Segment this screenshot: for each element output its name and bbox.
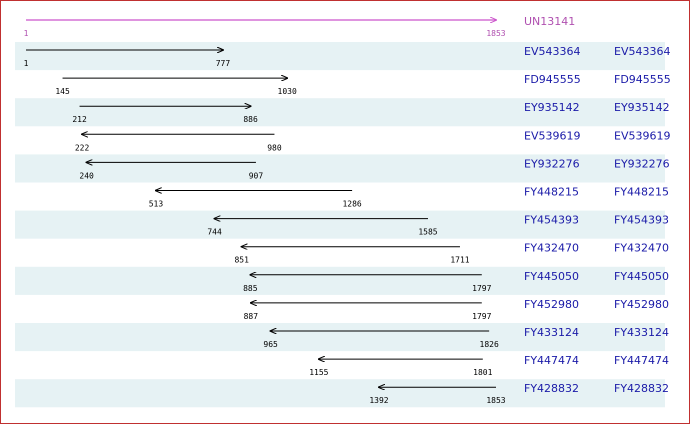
accession-link[interactable]: FY454393 xyxy=(524,214,579,227)
track-row: 212 886 EY935142 EY935142 xyxy=(72,101,669,124)
track-row: 513 1286 FY448215 FY448215 xyxy=(149,186,669,209)
end-position-label: 1853 xyxy=(486,396,505,405)
track-row: 744 1585 FY454393 FY454393 xyxy=(207,214,669,237)
accession-link[interactable]: FY448215 xyxy=(524,186,579,199)
accession-link[interactable]: EY935142 xyxy=(524,101,580,114)
start-position-label: 887 xyxy=(244,312,259,321)
start-position-label: 513 xyxy=(149,200,164,209)
end-position-label: 907 xyxy=(249,171,264,180)
accession-link-secondary[interactable]: FY445050 xyxy=(614,270,669,283)
reference-track: 1 1853 UN13141 xyxy=(24,15,576,38)
track-row: 222 980 EV539619 EV539619 xyxy=(75,129,671,152)
accession-link[interactable]: EV543364 xyxy=(524,45,580,58)
track-row: 851 1711 FY432470 FY432470 xyxy=(234,242,669,265)
reference-end-label: 1853 xyxy=(486,29,505,38)
end-position-label: 1585 xyxy=(418,228,437,237)
row-band xyxy=(15,154,665,183)
end-position-label: 1711 xyxy=(450,256,469,265)
row-band xyxy=(15,323,665,352)
end-position-label: 777 xyxy=(216,59,231,68)
read-tracks: 1 777 EV543364 EV543364 145 1030 FD945555 FD945… xyxy=(24,45,671,405)
accession-link[interactable]: FY428832 xyxy=(524,382,579,395)
start-position-label: 145 xyxy=(55,87,70,96)
row-band xyxy=(15,42,665,71)
track-row: 1392 1853 FY428832 FY428832 xyxy=(369,382,669,405)
end-position-label: 886 xyxy=(243,115,258,124)
end-position-label: 1826 xyxy=(480,340,499,349)
accession-link-secondary[interactable]: EY932276 xyxy=(614,157,670,170)
track-row: 240 907 EY932276 EY932276 xyxy=(79,157,669,180)
accession-link[interactable]: EV539619 xyxy=(524,129,580,142)
track-row: 1155 1801 FY447474 FY447474 xyxy=(309,354,669,377)
track-row: 145 1030 FD945555 FD945555 xyxy=(55,73,670,96)
row-band xyxy=(15,98,665,127)
accession-link-secondary[interactable]: FY432470 xyxy=(614,242,669,255)
start-position-label: 1392 xyxy=(369,396,388,405)
accession-link[interactable]: FY445050 xyxy=(524,270,579,283)
start-position-label: 1 xyxy=(24,59,29,68)
accession-link-secondary[interactable]: FY433124 xyxy=(614,326,669,339)
start-position-label: 1155 xyxy=(309,368,328,377)
accession-link-secondary[interactable]: FD945555 xyxy=(614,73,671,86)
start-position-label: 851 xyxy=(234,256,249,265)
accession-link[interactable]: FY447474 xyxy=(524,354,579,367)
start-position-label: 965 xyxy=(263,340,278,349)
accession-link-secondary[interactable]: FY452980 xyxy=(614,298,669,311)
end-position-label: 1286 xyxy=(342,200,361,209)
accession-link-secondary[interactable]: EV543364 xyxy=(614,45,670,58)
accession-link[interactable]: FY432470 xyxy=(524,242,579,255)
accession-link[interactable]: EY932276 xyxy=(524,157,580,170)
end-position-label: 1797 xyxy=(472,312,491,321)
start-position-label: 744 xyxy=(207,228,222,237)
accession-link[interactable]: FY433124 xyxy=(524,326,579,339)
track-row: 965 1826 FY433124 FY433124 xyxy=(263,326,669,349)
row-band xyxy=(15,210,665,239)
row-band xyxy=(15,266,665,295)
accession-link-secondary[interactable]: FY428832 xyxy=(614,382,669,395)
track-row: 887 1797 FY452980 FY452980 xyxy=(244,298,669,321)
row-bands xyxy=(15,42,665,408)
end-position-label: 980 xyxy=(267,143,282,152)
reference-start-label: 1 xyxy=(24,29,29,38)
end-position-label: 1801 xyxy=(473,368,492,377)
end-position-label: 1030 xyxy=(278,87,297,96)
accession-link-secondary[interactable]: EY935142 xyxy=(614,101,670,114)
accession-link-secondary[interactable]: FY448215 xyxy=(614,186,669,199)
start-position-label: 222 xyxy=(75,143,90,152)
start-position-label: 212 xyxy=(72,115,87,124)
reference-accession-link[interactable]: UN13141 xyxy=(524,15,575,28)
start-position-label: 885 xyxy=(243,284,258,293)
row-band xyxy=(15,379,665,408)
start-position-label: 240 xyxy=(79,171,94,180)
accession-link[interactable]: FY452980 xyxy=(524,298,579,311)
accession-link-secondary[interactable]: FY447474 xyxy=(614,354,669,367)
accession-link[interactable]: FD945555 xyxy=(524,73,581,86)
accession-link-secondary[interactable]: EV539619 xyxy=(614,129,670,142)
accession-link-secondary[interactable]: FY454393 xyxy=(614,214,669,227)
track-row: 885 1797 FY445050 FY445050 xyxy=(243,270,669,293)
end-position-label: 1797 xyxy=(472,284,491,293)
track-row: 1 777 EV543364 EV543364 xyxy=(24,45,671,68)
